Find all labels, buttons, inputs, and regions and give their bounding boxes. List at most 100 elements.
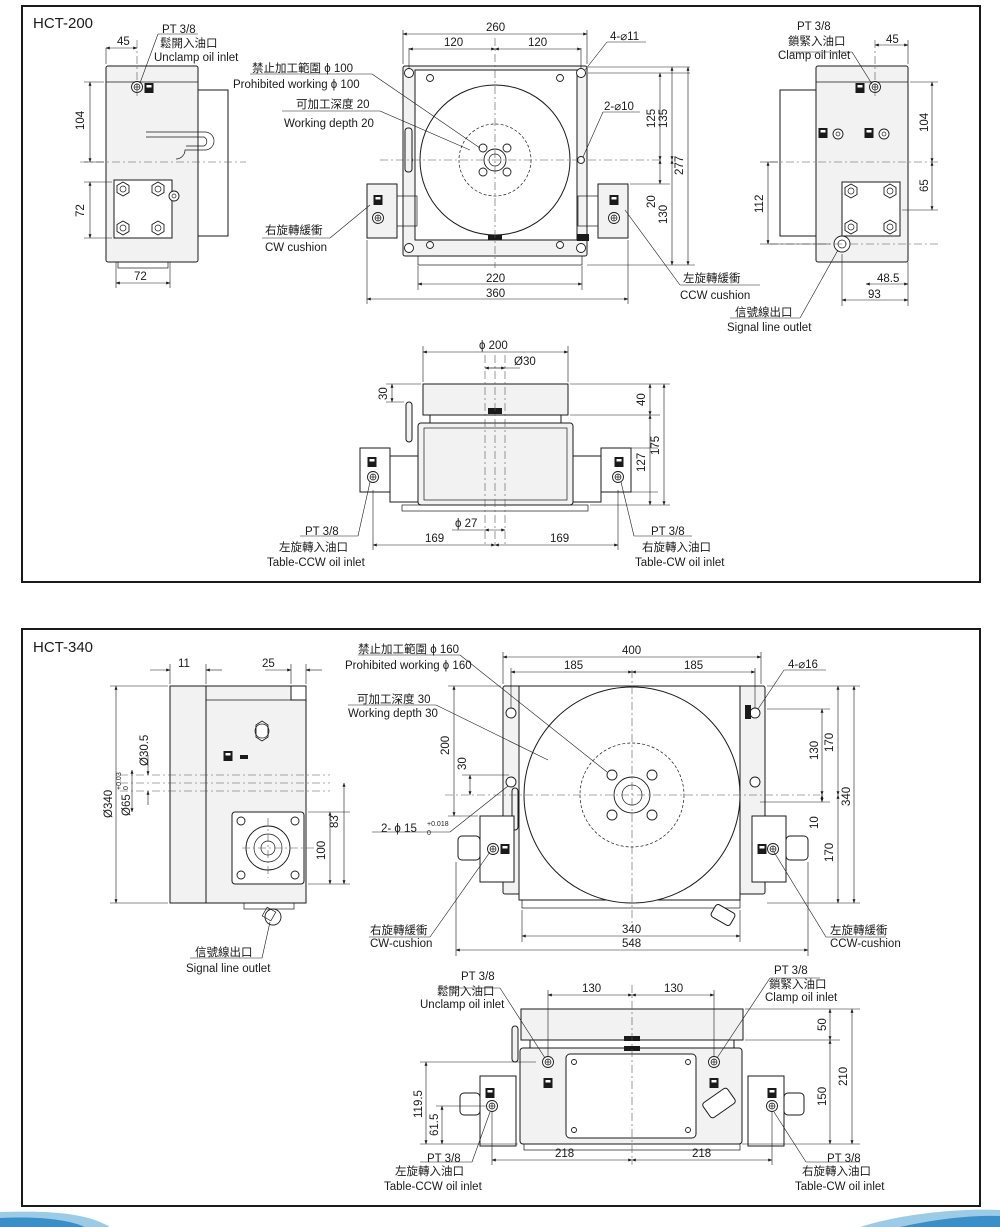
dim-548: 548 bbox=[622, 938, 641, 950]
dim-72-vertical: 72 bbox=[75, 204, 87, 217]
dim-360: 360 bbox=[486, 288, 505, 300]
label-depth-cn: 可加工深度 30 bbox=[357, 692, 431, 706]
hct200-right-callouts: PT 3/8 鎖緊入油口 Clamp oil inlet 信號線出口 Signa… bbox=[727, 21, 873, 334]
label-tccw-cn: 左旋轉入油口 bbox=[279, 540, 348, 554]
dim-169-right: 169 bbox=[550, 533, 569, 545]
dim-4-holes: 4-⌀11 bbox=[610, 31, 639, 43]
dim-phi27: ϕ 27 bbox=[455, 518, 477, 530]
label-signal-cn: 信號線出口 bbox=[195, 945, 253, 959]
dim-125: 125 bbox=[646, 109, 658, 128]
dim-100: 100 bbox=[316, 841, 328, 860]
dim-185-left: 185 bbox=[564, 660, 583, 672]
hct200-front-dimensions: ϕ 200 Ø30 30 40 175 127 ϕ 27 bbox=[372, 340, 670, 550]
dim-61-5: 61.5 bbox=[429, 1114, 441, 1136]
label-unclamp-en: Unclamp oil inlet bbox=[154, 52, 239, 64]
dim-right-112: 112 bbox=[754, 195, 766, 213]
dim-120-right: 120 bbox=[528, 37, 547, 49]
footer-swoosh bbox=[0, 1209, 1000, 1227]
hct200-front-callouts: PT 3/8 左旋轉入油口 Table-CCW oil inlet PT 3/8… bbox=[267, 481, 725, 569]
hct200-top-callouts: 禁止加工範圍 ϕ 100 Prohibited working ϕ 100 可加… bbox=[233, 61, 760, 302]
dim-45: 45 bbox=[117, 36, 130, 48]
dim-phi30-5: Ø30.5 bbox=[139, 735, 151, 766]
label-pin-tol-lower: 0 bbox=[427, 830, 431, 837]
dim-11: 11 bbox=[178, 658, 190, 670]
label-signal-cn: 信號線出口 bbox=[735, 305, 793, 319]
label-clamp-cn: 鎖緊入油口 bbox=[769, 977, 827, 991]
label-unclamp-cn: 鬆開入油口 bbox=[160, 36, 218, 50]
label-prohibited-cn: 禁止加工範圍 ϕ 100 bbox=[252, 61, 353, 75]
dim-218-left: 218 bbox=[555, 1148, 574, 1160]
hct200-top-view bbox=[366, 38, 660, 268]
label-ccw-cn: 左旋轉緩衝 bbox=[683, 271, 741, 285]
dim-185-right: 185 bbox=[684, 660, 703, 672]
hct200-left-dimensions: 45 104 72 72 bbox=[75, 36, 171, 288]
dim-127: 127 bbox=[636, 453, 648, 472]
label-cw-cn: 右旋轉緩衝 bbox=[265, 223, 323, 237]
dim-2-holes: 2-⌀10 bbox=[604, 101, 634, 113]
hct200-right-side-view bbox=[770, 40, 940, 263]
label-tcw-pt: PT 3/8 bbox=[827, 1153, 861, 1165]
label-clamp-pt: PT 3/8 bbox=[797, 21, 831, 33]
label-prohibited-en: Prohibited working ϕ 100 bbox=[233, 79, 360, 91]
dim-right-93: 93 bbox=[868, 289, 881, 301]
hct340-side-view bbox=[120, 685, 330, 926]
dim-right-65: 65 bbox=[919, 179, 931, 192]
dim-130: 130 bbox=[658, 205, 670, 224]
dim-120-left: 120 bbox=[444, 37, 463, 49]
dim-30: 30 bbox=[378, 387, 390, 400]
dim-phi65-tol-upper: +0.03 bbox=[116, 772, 123, 790]
dim-phi30: Ø30 bbox=[514, 356, 536, 368]
label-tcw-en: Table-CW oil inlet bbox=[635, 557, 725, 569]
dim-175: 175 bbox=[650, 436, 662, 455]
hct340-front-view bbox=[459, 985, 805, 1165]
dim-260: 260 bbox=[486, 22, 505, 34]
dim-200: 200 bbox=[440, 736, 452, 755]
hct340-front-callouts: PT 3/8 鬆開入油口 Unclamp oil inlet PT 3/8 鎖緊… bbox=[384, 965, 885, 1193]
label-clamp-en: Clamp oil inlet bbox=[765, 992, 838, 1004]
dim-right-45: 45 bbox=[886, 34, 899, 46]
dim-119-5: 119.5 bbox=[413, 1090, 425, 1118]
label-tcw-cn: 右旋轉入油口 bbox=[642, 540, 711, 554]
dim-40: 40 bbox=[636, 393, 648, 406]
hct340-front-dimensions: 130 130 50 210 150 119.5 61.5 218 218 bbox=[413, 983, 860, 1165]
dim-210: 210 bbox=[838, 1067, 850, 1086]
dim-50: 50 bbox=[817, 1018, 829, 1031]
dim-30: 30 bbox=[457, 757, 469, 770]
label-tccw-cn: 左旋轉入油口 bbox=[395, 1164, 464, 1178]
dim-130: 130 bbox=[809, 741, 821, 760]
label-pin-tol-upper: +0.018 bbox=[427, 821, 449, 828]
dim-400: 400 bbox=[622, 645, 641, 657]
hct200-unclamp-callout: PT 3/8 鬆開入油口 Unclamp oil inlet bbox=[139, 24, 239, 84]
panel-title: HCT-200 bbox=[33, 15, 93, 32]
hct200-left-side-view bbox=[80, 40, 246, 269]
label-tcw-cn: 右旋轉入油口 bbox=[802, 1164, 871, 1178]
label-prohibited-en: Prohibited working ϕ 160 bbox=[345, 660, 472, 672]
label-tccw-en: Table-CCW oil inlet bbox=[267, 557, 366, 569]
hct200-front-view bbox=[359, 355, 632, 545]
dim-phi65: Ø65 bbox=[121, 794, 133, 816]
dim-340-vertical: 340 bbox=[841, 787, 853, 806]
dim-104: 104 bbox=[75, 110, 87, 130]
label-clamp-cn: 鎖緊入油口 bbox=[788, 34, 846, 48]
dim-130-left: 130 bbox=[582, 983, 601, 995]
label-cw-en: CW cushion bbox=[265, 242, 327, 254]
panel-title: HCT-340 bbox=[33, 639, 93, 656]
label-tccw-pt: PT 3/8 bbox=[305, 526, 339, 538]
label-unclamp-en: Unclamp oil inlet bbox=[420, 999, 505, 1011]
hct340-top-view bbox=[445, 670, 820, 926]
dim-phi340: Ø340 bbox=[103, 790, 115, 818]
label-unclamp-cn: 鬆開入油口 bbox=[437, 984, 495, 998]
panel-hct-340: HCT-340 bbox=[21, 628, 981, 1207]
dim-170-upper: 170 bbox=[824, 733, 836, 752]
label-clamp-pt: PT 3/8 bbox=[774, 965, 808, 977]
dim-135: 135 bbox=[658, 109, 670, 128]
dim-340-horizontal: 340 bbox=[622, 924, 641, 936]
dim-phi200: ϕ 200 bbox=[479, 340, 508, 352]
dim-130-right: 130 bbox=[664, 983, 683, 995]
label-cw-en: CW-cushion bbox=[370, 938, 432, 950]
panel-hct-200: HCT-200 45 104 bbox=[21, 5, 981, 583]
label-signal-en: Signal line outlet bbox=[186, 963, 271, 975]
dim-20: 20 bbox=[646, 195, 658, 208]
dim-phi65-tol-lower: 0 bbox=[123, 786, 130, 790]
